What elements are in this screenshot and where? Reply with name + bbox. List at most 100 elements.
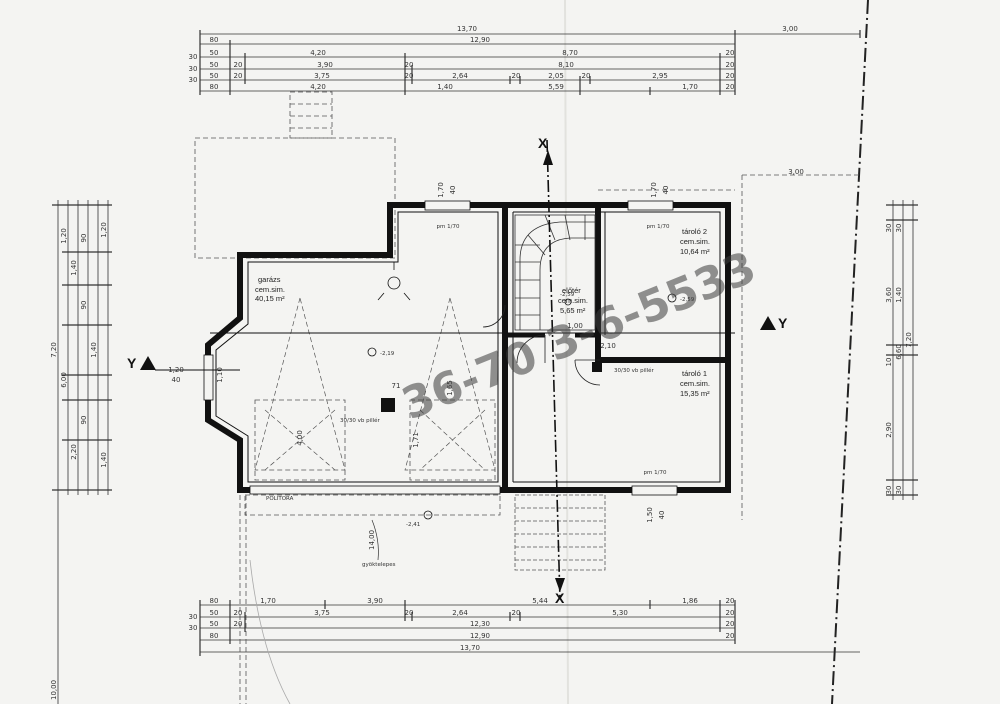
dim-text: 3,90 bbox=[317, 61, 333, 69]
right-dimension-texts: 30 30 3,60 1,40 10 6,60 7,20 2,90 30 30 bbox=[885, 224, 913, 495]
dim-text: 30 bbox=[189, 65, 198, 73]
dim-text: 1,86 bbox=[682, 597, 698, 605]
dim-text: 1,70 bbox=[437, 182, 445, 198]
dim-text: 3,00 bbox=[788, 168, 804, 176]
pillar-lobby bbox=[592, 362, 602, 372]
dim-text: 80 bbox=[210, 83, 219, 91]
dim-text: 4,00 bbox=[296, 430, 304, 446]
left-dimension-texts: 1,20 90 1,20 1,40 90 1,40 90 2,20 1,40 6… bbox=[50, 222, 108, 700]
misc-dimension-labels: 1,70 40 1,70 40 1,20 40 1,50 40 3,00 1,0… bbox=[168, 168, 804, 523]
dim-text: 30 bbox=[885, 486, 893, 495]
pillar-garage bbox=[381, 398, 395, 412]
dim-text: 1,40 bbox=[90, 342, 98, 358]
dim-text: 6,60 bbox=[895, 344, 903, 360]
paper-fold bbox=[564, 0, 569, 704]
room-lobby: előtér cem.sim. 5,65 m² bbox=[558, 286, 588, 315]
dim-text: 30 bbox=[189, 613, 198, 621]
room-floor: cem.sim. bbox=[558, 296, 588, 305]
room-storage-2: tároló 2 cem.sim. 10,64 m² bbox=[680, 227, 710, 256]
room-floor: cem.sim. bbox=[255, 285, 285, 294]
dim-text: 2,95 bbox=[652, 72, 668, 80]
dim-text: 2,64 bbox=[452, 609, 468, 617]
dim-text: 1,50 bbox=[646, 507, 654, 523]
dim-text: 13,70 bbox=[460, 644, 480, 652]
level-text: -2,41 bbox=[406, 522, 420, 528]
pillar-label: 30/30 vb pillér bbox=[340, 417, 381, 424]
dim-text: 10,00 bbox=[50, 680, 58, 700]
top-dimension-texts: 13,70 3,00 80 12,90 30 50 4,20 8,70 20 3… bbox=[189, 25, 798, 91]
dim-text: 30 bbox=[885, 224, 893, 233]
property-boundary-line bbox=[831, 0, 869, 704]
dim-text: 30 bbox=[895, 224, 903, 233]
level-text: -2,19 bbox=[380, 351, 395, 357]
dim-text: 12,90 bbox=[470, 632, 490, 640]
dim-text: 1,20 bbox=[168, 366, 184, 374]
dim-text: 20 bbox=[726, 609, 735, 617]
window-bay bbox=[203, 354, 214, 401]
room-area: 15,35 m² bbox=[680, 389, 710, 398]
y-axis-marker-left bbox=[140, 356, 156, 370]
dim-text: 90 bbox=[80, 234, 88, 243]
dim-text: 2,20 bbox=[70, 444, 78, 460]
exterior-stairs bbox=[514, 494, 606, 571]
dim-text: 1,10 bbox=[216, 367, 224, 383]
dim-text: 90 bbox=[80, 416, 88, 425]
dim-text: 71 bbox=[392, 382, 401, 390]
level-text: -2,59 bbox=[680, 297, 695, 303]
dim-text: 1,70 bbox=[260, 597, 276, 605]
room-name: tároló 1 bbox=[682, 369, 707, 378]
dim-text: 20 bbox=[234, 609, 243, 617]
bottom-dimension-texts: 80 1,70 3,90 5,44 1,86 20 30 50 20 3,75 … bbox=[189, 597, 735, 652]
window-storage-2 bbox=[627, 200, 674, 211]
driveway-label: gyöktelepes bbox=[362, 562, 396, 568]
room-name: tároló 2 bbox=[682, 227, 707, 236]
dim-text: 30 bbox=[895, 486, 903, 495]
dim-text: 90 bbox=[80, 301, 88, 310]
staircase bbox=[514, 214, 596, 331]
right-dimension-chains bbox=[886, 200, 918, 500]
dim-text: 50 bbox=[210, 620, 219, 628]
dim-text: 2,90 bbox=[885, 422, 893, 438]
window-label: pm 1/70 bbox=[647, 224, 670, 230]
dim-text: 30 bbox=[189, 76, 198, 84]
dim-text: 6,00 bbox=[60, 372, 68, 388]
lamp-symbol bbox=[377, 262, 411, 301]
x-axis-label-bottom: X bbox=[555, 590, 565, 606]
dim-text: 2,10 bbox=[600, 342, 616, 350]
axis-markers: X X Y Y bbox=[127, 135, 788, 606]
dim-text: 20 bbox=[582, 72, 591, 80]
dim-text: 80 bbox=[210, 36, 219, 44]
dim-text: 1,00 bbox=[567, 322, 583, 330]
level-text: -2,59 bbox=[560, 292, 575, 298]
dim-text: 20 bbox=[726, 620, 735, 628]
dim-text: 1,40 bbox=[895, 287, 903, 303]
dim-text: 8,70 bbox=[562, 49, 578, 57]
dim-text: 20 bbox=[512, 609, 521, 617]
x-axis-marker-bottom bbox=[555, 578, 565, 592]
dim-text: 3,60 bbox=[885, 287, 893, 303]
dim-text: 2,64 bbox=[452, 72, 468, 80]
dim-text: 4,20 bbox=[310, 49, 326, 57]
y-axis-label-right: Y bbox=[778, 315, 788, 331]
room-name: garázs bbox=[258, 275, 281, 284]
dim-text: 50 bbox=[210, 609, 219, 617]
dim-text: 80 bbox=[210, 597, 219, 605]
dim-text: 40 bbox=[662, 186, 670, 195]
room-floor: cem.sim. bbox=[680, 237, 710, 246]
dim-text: 20 bbox=[726, 83, 735, 91]
bottom-dimension-chains bbox=[199, 600, 860, 656]
dim-text: 20 bbox=[405, 61, 414, 69]
dim-text: 20 bbox=[234, 620, 243, 628]
driveway-note: gyöktelepes 14,00 bbox=[249, 519, 396, 704]
room-floor: cem.sim. bbox=[680, 379, 710, 388]
window-label: pm 1/70 bbox=[644, 470, 667, 476]
dim-text: 1,70 bbox=[650, 182, 658, 198]
dim-text: 30 bbox=[189, 53, 198, 61]
dim-text: 5,44 bbox=[532, 597, 548, 605]
dim-text: 50 bbox=[210, 61, 219, 69]
dim-text: 7,20 bbox=[905, 332, 913, 348]
window-label: pm 1/70 bbox=[437, 224, 460, 230]
left-dimension-chains bbox=[52, 200, 112, 704]
dim-text: 20 bbox=[726, 72, 735, 80]
dim-text: 3,75 bbox=[314, 609, 330, 617]
